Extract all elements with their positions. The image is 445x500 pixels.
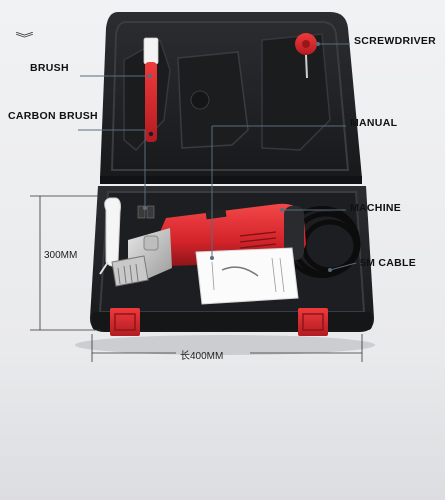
dimension-lines: [30, 195, 363, 362]
latch-left: [110, 308, 140, 336]
label-leaders: [78, 43, 357, 271]
oil-bottle-nozzle: [99, 261, 109, 275]
dimension-width: 长400MM: [180, 351, 224, 362]
case-hinge: [100, 176, 362, 184]
screwdriver-cap: [302, 40, 310, 48]
label-brush: BRUSH: [30, 62, 69, 74]
label-carbon-brush: CARBON BRUSH: [8, 110, 98, 122]
screwdriver-shaft: [305, 54, 308, 79]
machine-comb-teeth: [117, 263, 139, 285]
label-machine: MACHINE: [350, 202, 402, 214]
label-cable: 5M CABLE: [360, 257, 417, 269]
latch-right-inset: [302, 313, 324, 331]
label-screwdriver: SCREWDRIVER: [354, 35, 437, 47]
oil-bottle: [104, 197, 121, 267]
dimension-height: 300MM: [44, 250, 78, 261]
machine-rear-cap: [284, 206, 304, 260]
manual-text-lines: [211, 257, 285, 293]
carbon-brush-1: [137, 205, 146, 219]
lid-recess-center: [177, 51, 249, 149]
double-chevron-down-icon: ︾: [15, 32, 34, 47]
manual-illustration: [221, 266, 259, 277]
label-leader-dots: [143, 42, 332, 272]
label-manual: MANUAL: [350, 117, 398, 129]
case-shadow: [75, 335, 375, 355]
latch-right: [298, 308, 328, 336]
carbon-brush-2: [146, 205, 155, 219]
lid-recess-round: [190, 90, 210, 110]
machine-label: [205, 208, 227, 220]
case-lid-rim: [110, 21, 350, 171]
machine-vents: [239, 231, 277, 249]
latch-left-inset: [114, 313, 136, 331]
brush-hole: [148, 131, 154, 137]
machine-comb: [111, 255, 149, 287]
machine-tension-knob: [143, 235, 159, 251]
brush-bristles: [143, 37, 159, 65]
brush-handle: [145, 62, 157, 142]
